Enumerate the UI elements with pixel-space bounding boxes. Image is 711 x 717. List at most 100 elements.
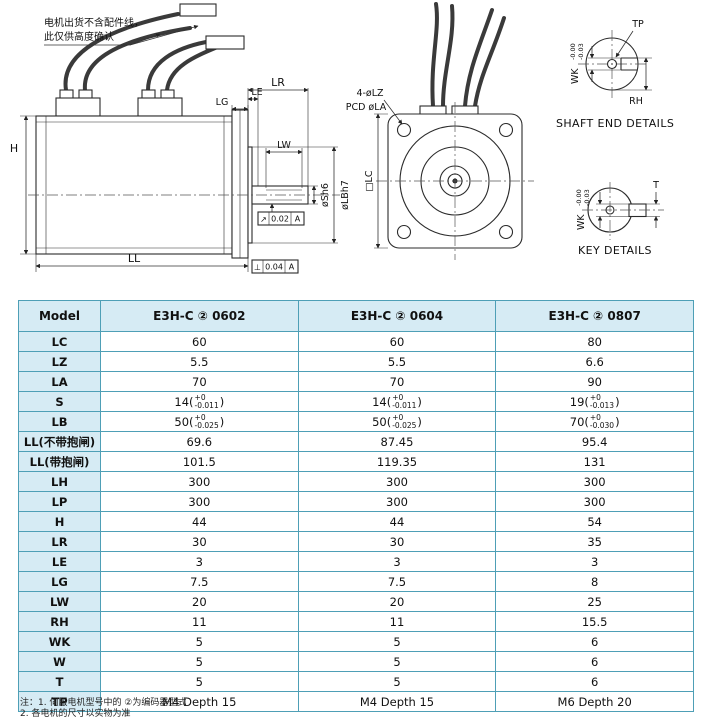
wk-tol-top: -0.00 bbox=[569, 43, 577, 60]
key-wk-label: WK bbox=[576, 214, 587, 230]
row-label: LG bbox=[18, 571, 101, 592]
value-cell: 5 bbox=[297, 651, 497, 672]
row-label: S bbox=[18, 391, 101, 412]
value-cell: 60 bbox=[297, 331, 497, 352]
row-label: WK bbox=[18, 631, 101, 652]
value-cell: 5.5 bbox=[100, 351, 299, 372]
row-label: LR bbox=[18, 531, 101, 552]
col-header-2: E3H-C ② 0604 bbox=[297, 300, 497, 332]
value-cell: 300 bbox=[297, 471, 497, 492]
value-cell: 3 bbox=[495, 551, 694, 572]
value-cell: 80 bbox=[495, 331, 694, 352]
row-label: W bbox=[18, 651, 101, 672]
perp-datum: A bbox=[289, 263, 295, 272]
row-label: LZ bbox=[18, 351, 101, 372]
value-cell: 5 bbox=[297, 631, 497, 652]
value-cell: 7.5 bbox=[100, 571, 299, 592]
value-cell: 300 bbox=[495, 471, 694, 492]
value-cell: 20 bbox=[297, 591, 497, 612]
bolt-hole bbox=[498, 122, 514, 138]
runout-tolerance-frame: ↗ 0.02 A bbox=[257, 203, 305, 226]
row-label: LB bbox=[18, 411, 101, 432]
dim-label-lg: LG bbox=[216, 97, 229, 108]
bolt-hole bbox=[396, 122, 412, 138]
value-cell: 11 bbox=[100, 611, 299, 632]
col-header-model: Model bbox=[18, 300, 101, 332]
row-label: LH bbox=[18, 471, 101, 492]
value-cell: 95.4 bbox=[495, 431, 694, 452]
value-cell: 3 bbox=[100, 551, 299, 572]
t-label: T bbox=[652, 180, 659, 191]
value-cell: 35 bbox=[495, 531, 694, 552]
value-cell: 90 bbox=[495, 371, 694, 392]
dim-label-lr: LR bbox=[271, 76, 285, 89]
row-label: LL(不带抱闸) bbox=[18, 431, 101, 452]
value-cell: 131 bbox=[495, 451, 694, 472]
row-label: H bbox=[18, 511, 101, 532]
value-cell: M4 Depth 15 bbox=[297, 691, 497, 712]
value-cell: 119.35 bbox=[297, 451, 497, 472]
shaft-end-detail: TP WK -0.00 -0.03 RH SHAFT END DETAILS bbox=[556, 19, 674, 130]
value-cell: 5 bbox=[100, 631, 299, 652]
value-cell: 60 bbox=[100, 331, 299, 352]
motor-body bbox=[35, 115, 233, 255]
value-cell: 54 bbox=[495, 511, 694, 532]
value-cell: M4 Depth 15 bbox=[100, 691, 299, 712]
wk-label: WK bbox=[570, 68, 581, 84]
value-cell: 19(+0-0.013) bbox=[495, 391, 694, 412]
value-cell: 300 bbox=[100, 471, 299, 492]
perp-symbol: ⊥ bbox=[254, 263, 261, 272]
value-cell: 300 bbox=[100, 491, 299, 512]
key-wk-tol-top: -0.00 bbox=[575, 189, 583, 206]
value-cell: 69.6 bbox=[100, 431, 299, 452]
value-cell: 25 bbox=[495, 591, 694, 612]
pcd-label: PCD øLA bbox=[346, 102, 387, 113]
row-label: RH bbox=[18, 611, 101, 632]
value-cell: 70(+0-0.030) bbox=[495, 411, 694, 432]
value-cell: 70 bbox=[100, 371, 299, 392]
row-label: LC bbox=[18, 331, 101, 352]
square-size-label: □LC bbox=[364, 170, 375, 191]
value-cell: 6 bbox=[495, 651, 694, 672]
wk-dimension-label: WK -0.00 -0.03 bbox=[569, 43, 585, 84]
bolt-hole bbox=[396, 224, 412, 240]
value-cell: 5 bbox=[100, 671, 299, 692]
value-cell: 6 bbox=[495, 671, 694, 692]
col-header-3: E3H-C ② 0807 bbox=[495, 300, 694, 332]
row-label: LE bbox=[18, 551, 101, 572]
row-label: LA bbox=[18, 371, 101, 392]
value-cell: 300 bbox=[495, 491, 694, 512]
value-cell: 50(+0-0.025) bbox=[297, 411, 497, 432]
bolt-hole bbox=[498, 224, 514, 240]
value-cell: 70 bbox=[297, 371, 497, 392]
front-view: 4-øLZ PCD øLA □LC bbox=[346, 2, 534, 260]
value-cell: 5 bbox=[297, 671, 497, 692]
footnote: 注：1. 伺服电机型号中的 ②为编码器型式 2. 各电机的尺寸以实物为准 bbox=[20, 698, 186, 717]
runout-datum: A bbox=[295, 215, 301, 224]
key-detail: T WK -0.00 -0.03 KEY DETAILS bbox=[575, 180, 664, 257]
row-label: LL(带抱闸) bbox=[18, 451, 101, 472]
dim-label-shaft-dia: øSh6 bbox=[320, 183, 331, 207]
rh-label: RH bbox=[629, 96, 643, 107]
value-cell: 5 bbox=[100, 651, 299, 672]
perp-value: 0.04 bbox=[265, 263, 283, 272]
shaft-end-title: SHAFT END DETAILS bbox=[556, 117, 674, 130]
footnote-line2: 2. 各电机的尺寸以实物为准 bbox=[20, 709, 131, 717]
dim-label-lw: LW bbox=[277, 140, 291, 151]
